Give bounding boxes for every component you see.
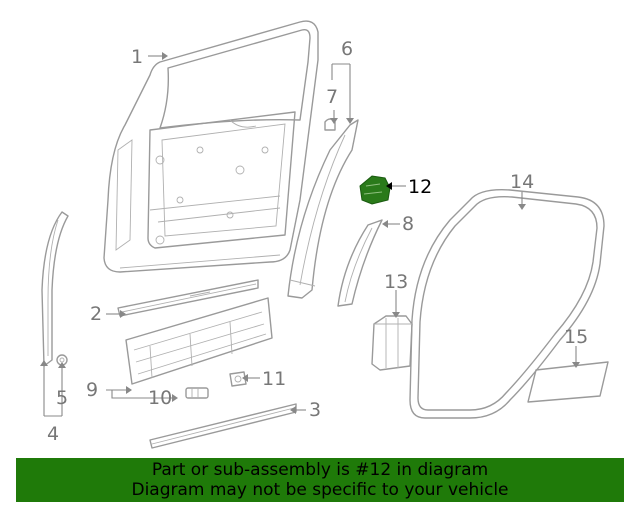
callout-7[interactable]: 7	[326, 86, 338, 108]
part-3-lower-strip	[149, 403, 297, 449]
callout-14[interactable]: 14	[510, 171, 534, 193]
callout-6[interactable]: 6	[341, 38, 353, 60]
part-11-clip	[229, 371, 247, 387]
part-9-lower-panel	[125, 297, 273, 385]
part-13-bracket	[371, 315, 413, 371]
callout-1[interactable]: 1	[131, 46, 143, 68]
callout-15[interactable]: 15	[564, 326, 588, 348]
part-12-bracket	[359, 175, 391, 205]
callout-9[interactable]: 9	[86, 379, 98, 401]
part-10-clip	[185, 387, 209, 399]
part-1-door-shell	[103, 20, 319, 273]
part-2-belt-strip	[117, 279, 259, 317]
part-14-door-seal	[409, 189, 605, 419]
callout-4[interactable]: 4	[47, 423, 59, 445]
callout-5[interactable]: 5	[56, 387, 68, 409]
leader-lines	[43, 55, 577, 417]
callout-13[interactable]: 13	[384, 271, 408, 293]
callout-8[interactable]: 8	[402, 213, 414, 235]
callout-3[interactable]: 3	[309, 399, 321, 421]
arrowheads	[40, 52, 580, 414]
info-banner: Part or sub-assembly is #12 in diagram D…	[16, 458, 624, 502]
callout-2[interactable]: 2	[90, 303, 102, 325]
banner-line-2: Diagram may not be specific to your vehi…	[131, 480, 509, 500]
part-6-pillar-garnish	[287, 119, 359, 299]
callout-12[interactable]: 12	[408, 176, 432, 198]
part-4-side-trim	[41, 211, 69, 367]
callout-11[interactable]: 11	[262, 368, 286, 390]
part-15-pad	[527, 361, 609, 403]
callout-10[interactable]: 10	[148, 387, 172, 409]
callouts: 1 6 7 12 8 14 13 15 2 9 10 11 3 5 4	[47, 38, 588, 445]
part-8-seal	[337, 219, 383, 307]
banner-line-1: Part or sub-assembly is #12 in diagram	[151, 460, 489, 480]
